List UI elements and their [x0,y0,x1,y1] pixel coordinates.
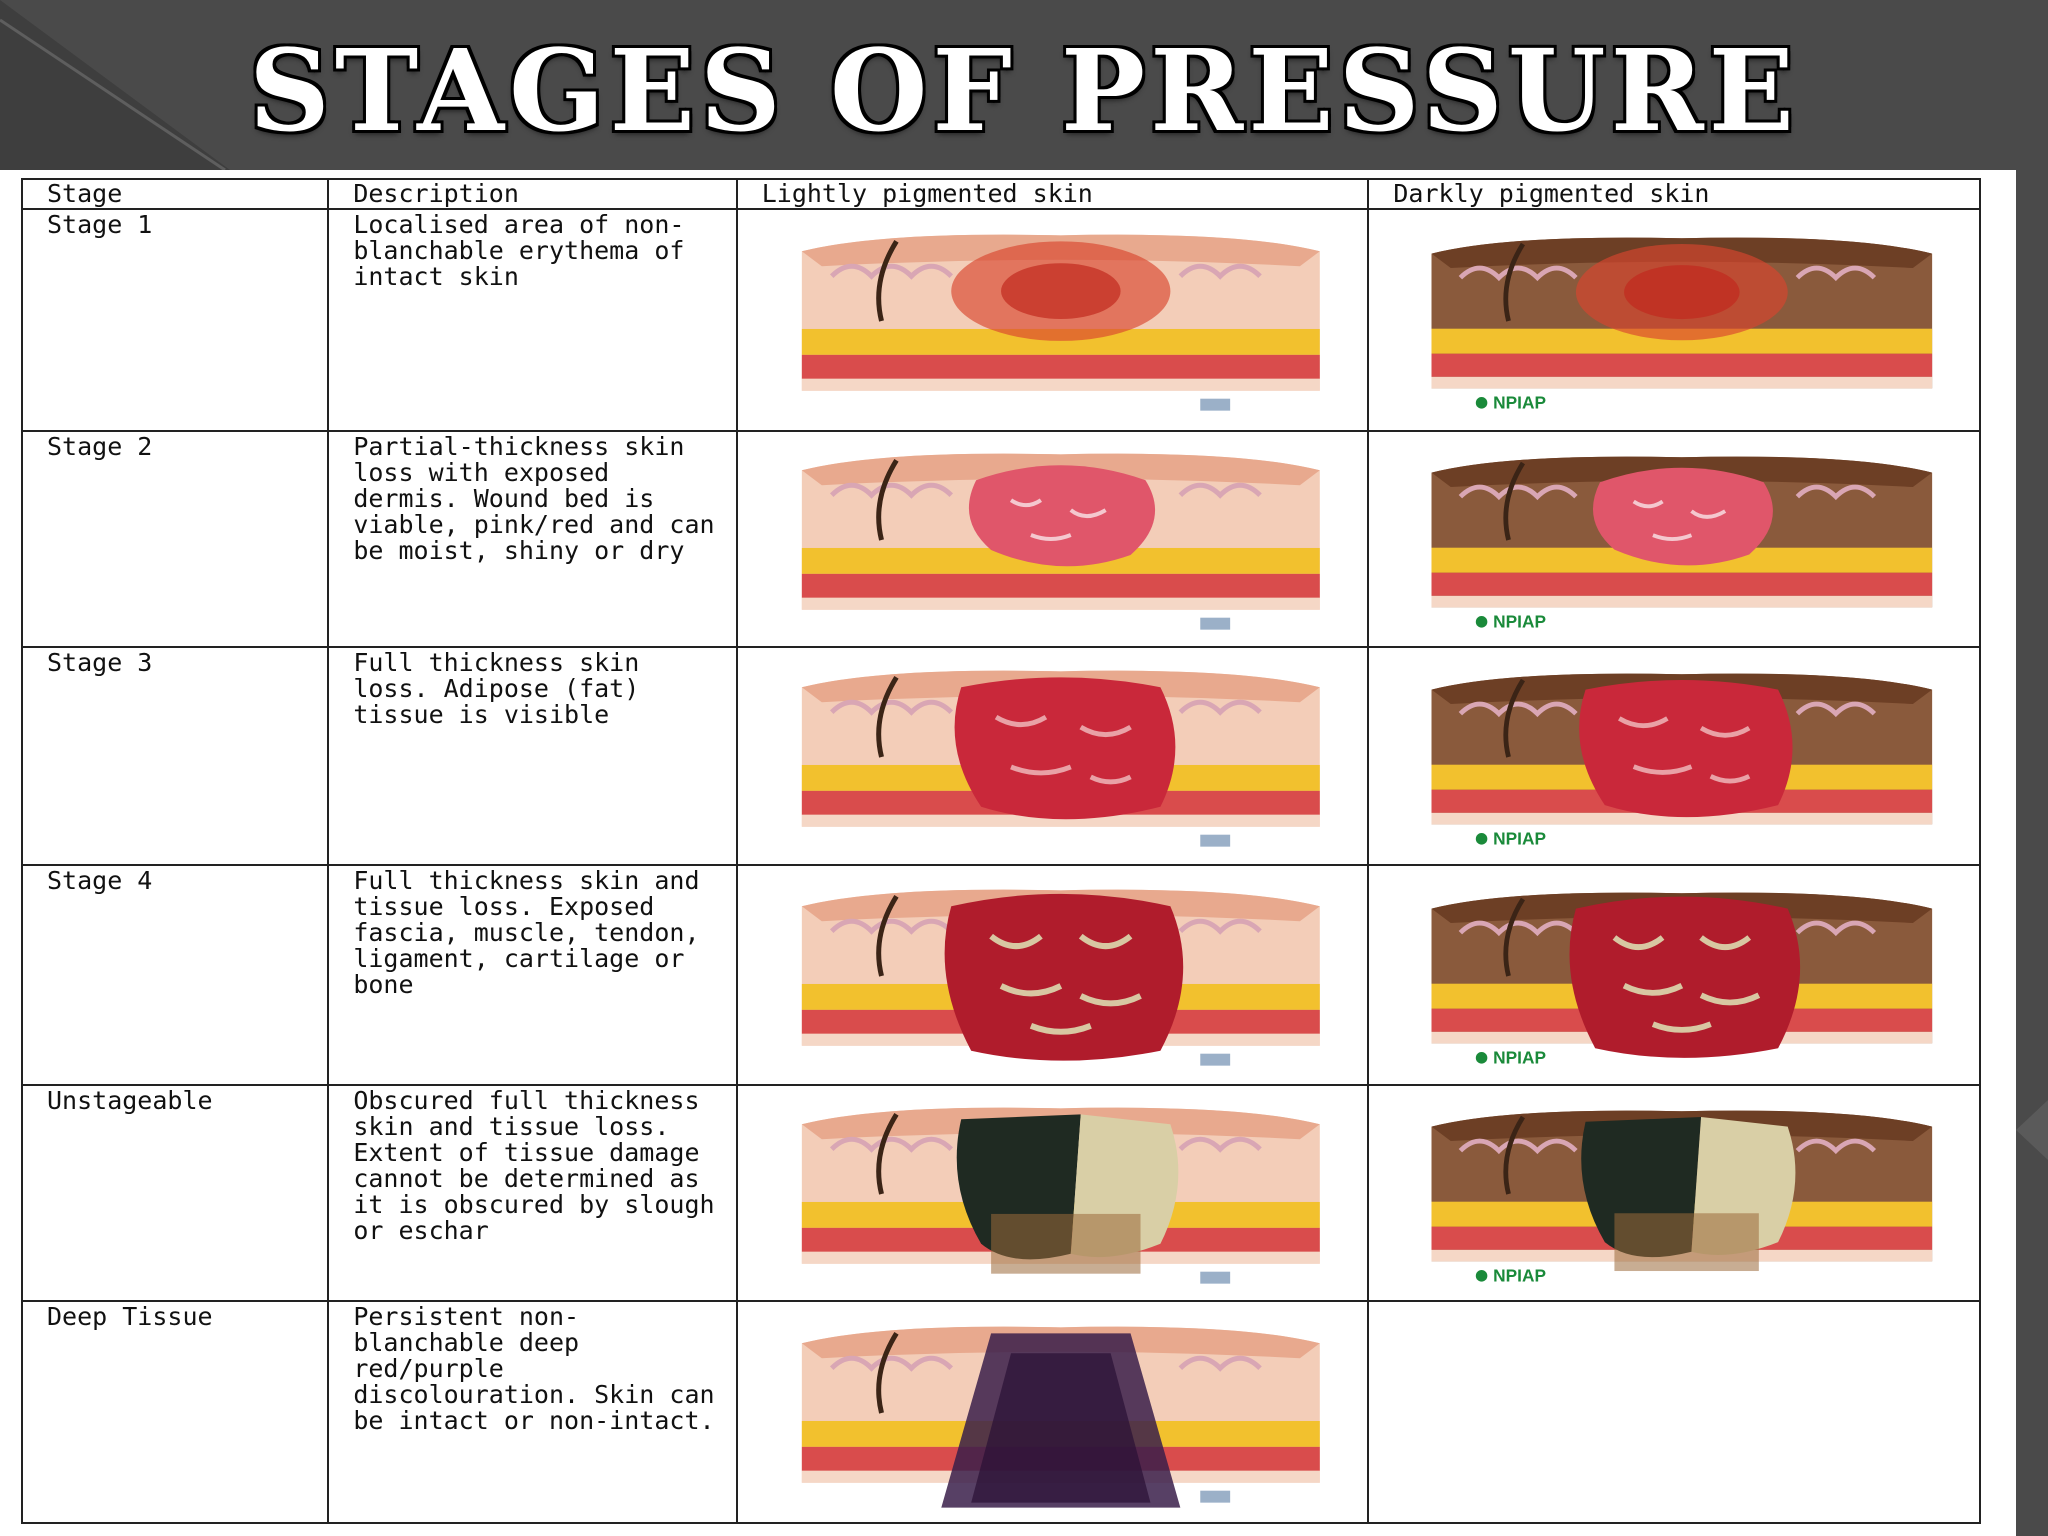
stage-description: Full thickness skin and tissue loss. Exp… [327,864,738,1086]
stage-name: Stage 4 [20,864,330,1086]
npiap-logo-text: NPIAP [1493,1048,1546,1068]
light-skin-illustration [801,1107,1320,1284]
dark-skin-illustration-cell: NPIAP [1367,864,1981,1086]
stage-name: Stage 3 [20,646,330,866]
light-skin-illustration [801,889,1320,1066]
light-skin-illustration-cell [735,1300,1370,1524]
light-skin-illustration-cell [735,1084,1370,1302]
dark-skin-illustration-cell: NPIAP [1367,430,1981,648]
light-skin-illustration [801,1326,1320,1508]
stage-name: Unstageable [20,1084,330,1302]
header-stage: Stage [20,178,330,210]
dark-skin-illustration: NPIAP [1431,1110,1933,1286]
light-skin-illustration-cell [735,864,1370,1086]
stage-name: Stage 1 [20,208,330,432]
stage-name: Deep Tissue [20,1300,330,1524]
dark-skin-illustration: NPIAP [1431,892,1933,1068]
table-header-row: Stage Description Lightly pigmented skin… [20,178,1981,210]
npiap-logo-text: NPIAP [1493,393,1546,413]
npiap-logo-text: NPIAP [1493,829,1546,849]
dark-skin-illustration-cell: NPIAP [1367,646,1981,866]
light-skin-illustration-cell [735,430,1370,648]
light-skin-illustration [801,453,1320,630]
stage-name: Stage 2 [20,430,330,648]
stage-description: Obscured full thickness skin and tissue … [327,1084,738,1302]
dark-skin-illustration-cell: NPIAP [1367,1084,1981,1302]
dark-skin-illustration: NPIAP [1431,456,1933,632]
stage-description: Persistent non-blanchable deep red/purpl… [327,1300,738,1524]
stage-description: Partial-thickness skin loss with exposed… [327,430,738,648]
light-skin-illustration-cell [735,208,1370,432]
npiap-logo-text: NPIAP [1493,612,1546,632]
dark-skin-illustration: NPIAP [1431,673,1933,849]
stage-description: Full thickness skin loss. Adipose (fat) … [327,646,738,866]
light-skin-illustration [801,670,1320,847]
dark-skin-illustration-cell: NPIAP [1367,208,1981,432]
npiap-logo-text: NPIAP [1493,1266,1546,1286]
stages-table: Stage Description Lightly pigmented skin… [20,178,1981,1524]
light-skin-illustration [801,234,1320,411]
light-skin-illustration-cell [735,646,1370,866]
header-description: Description [327,178,738,210]
dark-skin-illustration: NPIAP [1431,237,1933,413]
header-dark-skin: Darkly pigmented skin [1367,178,1981,210]
stage-description: Localised area of non-blanchable erythem… [327,208,738,432]
header-light-skin: Lightly pigmented skin [735,178,1370,210]
dark-skin-illustration-cell [1367,1300,1981,1524]
